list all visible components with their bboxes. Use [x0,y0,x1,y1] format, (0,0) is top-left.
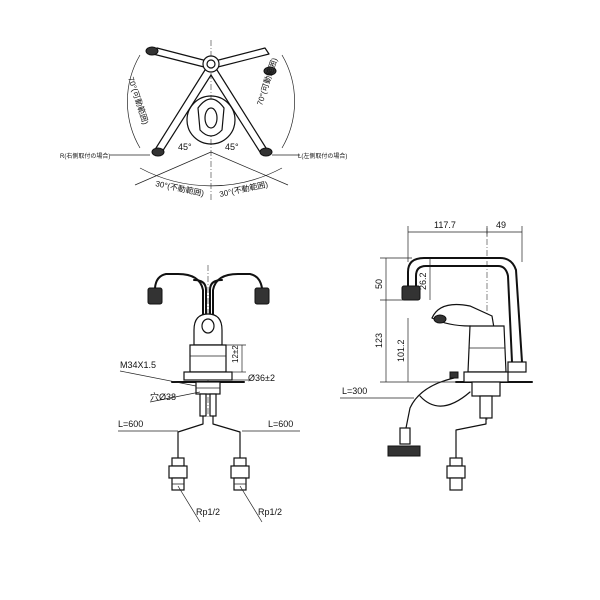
dim-lever-height-label: 101.2 [396,339,406,362]
lever-body-slot [204,107,218,129]
angle-label-right: 45° [225,142,239,152]
pipe-left-label: Rp1/2 [196,507,220,517]
fitting-right [230,457,250,491]
hose-right [212,415,241,461]
spout-tip-upper-left [145,46,159,56]
hose-left [177,415,204,461]
side-spout-inner [415,265,513,363]
spout-tip-left [147,287,163,305]
dim-offset-label: 49 [496,220,506,230]
hose-right-label: L=600 [268,419,293,429]
dim-small-label: 26.2 [418,272,428,290]
label-r-side: R(右側取付の場合) [60,152,110,160]
front-body [189,344,227,373]
front-spout-right-inner [193,279,207,326]
front-lever-slot [201,318,215,334]
angle-line-left [134,151,212,186]
front-flange [183,371,233,381]
side-view: 117.7 49 50 26.2 123 101.2 L=300 [340,220,533,491]
base-circle [186,95,236,145]
spout-tip-upper-right [263,66,277,76]
side-spout-outer [407,257,523,363]
side-supply [455,417,487,461]
lever-body-top [197,98,225,137]
side-hose-fitting [399,427,411,445]
fixed-label-left: 30°(不動範囲) [155,178,206,198]
fitting-left [168,457,188,491]
side-nut [471,381,501,397]
rp-left-leader [177,485,201,523]
spout-arm-left-upper [152,47,212,69]
front-lever [193,313,223,346]
spout-pivot [202,55,220,73]
hole-label: 穴Ø38 [150,391,176,402]
range-arc-upper-right [281,54,295,149]
front-spout-left-inner [209,279,223,326]
side-body [467,325,507,373]
angle-line-right [210,151,289,186]
hose-left-label: L=600 [118,419,143,429]
thread-label: M34X1.5 [120,360,156,370]
height-tol-label: 12±2 [231,345,240,363]
angle-label-left: 45° [178,142,192,152]
spout-arm-right-upper [210,47,270,69]
side-flange [463,371,509,383]
side-lever [431,303,495,329]
rp-right-leader [239,485,263,523]
dim-top-label: 50 [374,279,384,289]
side-hose-loop [419,391,471,407]
side-spout-collar [507,361,527,373]
hole-leader [149,391,201,403]
pipe-right-label: Rp1/2 [258,507,282,517]
hose-length-label: L=300 [342,386,367,396]
front-shank-left [199,393,207,417]
dim-spout-height-label: 123 [374,333,384,348]
top-view: 70°(可動範囲) 70°(可動範囲) 45° 45° R(右側取付の場合) L… [60,40,347,200]
fixed-label-right: 30°(不動範囲) [218,179,269,199]
side-hose [405,377,455,429]
front-shank-right [209,393,217,417]
spout-tip-right [254,287,270,305]
dia-tol-label: Ø36±2 [248,373,275,383]
range-label-left: 70°(可動範囲) [126,76,151,126]
range-label-right: 70°(可動範囲) [254,56,279,106]
dim-width-label: 117.7 [434,220,456,230]
side-lever-knob [433,314,447,324]
label-l-side: L(左側取付の場合) [298,152,347,160]
front-view: M34X1.5 穴Ø38 12±2 Ø36±2 L=600 L=600 Rp1/… [118,265,300,523]
drain-handle [449,371,459,379]
range-arc-upper [127,54,141,149]
side-fitting [446,457,466,491]
spout-tip-lower-left [151,147,165,157]
side-shank [479,395,493,419]
side-hose-cap [387,445,421,457]
front-spout-left [154,273,204,326]
front-spout-right [212,273,263,326]
thread-leader [119,370,197,387]
spout-tip-lower-right [259,147,273,157]
side-spout-tip [401,285,421,301]
spout-pivot-inner [206,59,216,69]
